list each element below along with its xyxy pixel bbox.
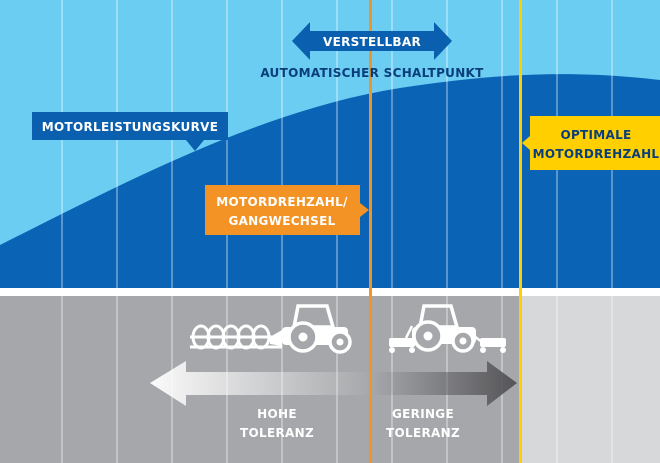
optimal-speed-callout-pointer [522, 136, 530, 150]
power-curve-callout-pointer [186, 140, 204, 151]
low-tolerance-label-line2: TOLERANZ [386, 426, 460, 440]
engine-speed-callout [205, 185, 360, 235]
tractor-with-mower-icon [389, 304, 506, 353]
engine-speed-label-line1: MOTORDREHZAHL/ [216, 195, 348, 209]
separator-band [0, 288, 660, 296]
adjustable-arrow [292, 22, 452, 60]
gearshift-line [369, 0, 372, 463]
high-tolerance-arrow [150, 361, 372, 406]
optimal-zone [520, 296, 660, 463]
auto-shift-point-label: AUTOMATISCHER SCHALTPUNKT [260, 66, 484, 80]
optimal-speed-label-line1: OPTIMALE [560, 128, 631, 142]
optimal-speed-callout [530, 116, 660, 170]
low-tolerance-label-line1: GERINGE [392, 407, 454, 421]
optimal-speed-label-line2: MOTORDREHZAHL [533, 147, 660, 161]
engine-speed-label-line2: GANGWECHSEL [228, 214, 335, 228]
high-tolerance-label-line2: TOLERANZ [240, 426, 314, 440]
optimal-speed-line [519, 0, 522, 463]
power-curve-area [0, 74, 660, 288]
engine-speed-callout-pointer [360, 203, 369, 217]
high-tolerance-label-line1: HOHE [257, 407, 297, 421]
adjustable-label: VERSTELLBAR [323, 35, 421, 49]
low-tolerance-arrow [372, 361, 517, 406]
tractor-with-plough-icon [190, 304, 352, 354]
power-curve-callout [32, 112, 228, 140]
power-curve-label: MOTORLEISTUNGSKURVE [42, 120, 218, 134]
